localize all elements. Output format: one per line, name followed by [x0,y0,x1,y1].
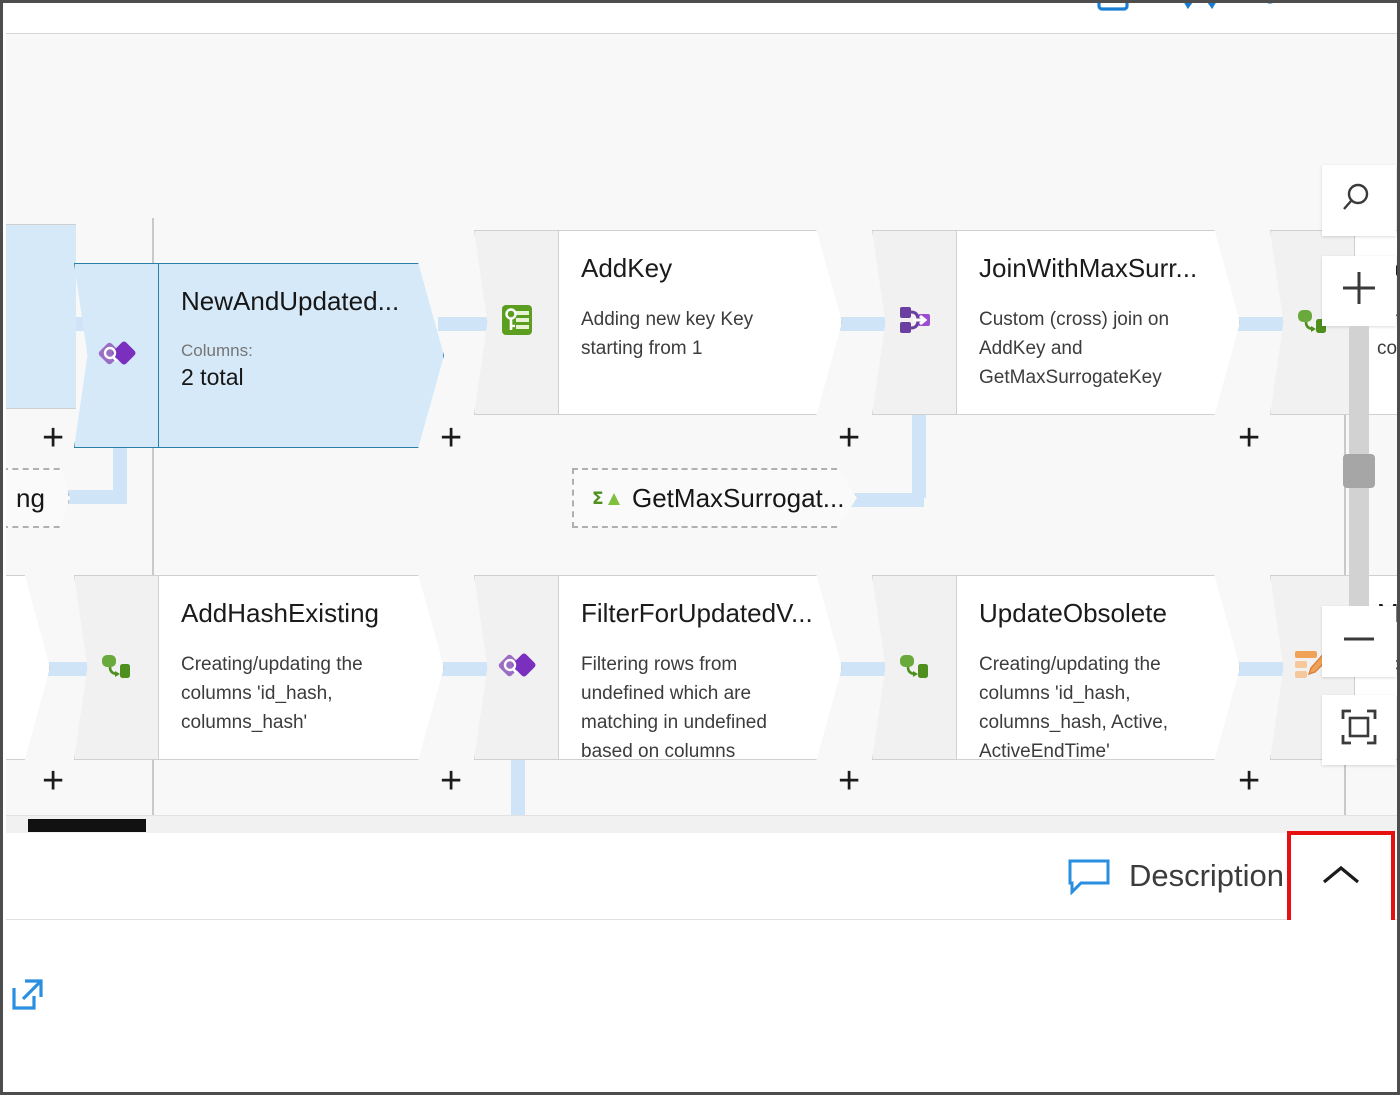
node-icon-slot [6,224,76,409]
node-icon-slot [474,230,558,415]
svg-text:Σ: Σ [592,489,604,509]
zoom-slider-thumb[interactable] [1343,454,1375,488]
node-left-partial-dashed[interactable]: ng [6,468,70,528]
zoom-slider[interactable] [1343,326,1375,606]
zoom-in-button[interactable] [1322,255,1396,326]
fit-to-screen-icon [1337,705,1381,754]
node-columns-label: Columns: [181,341,253,360]
node-filter-for-updated[interactable]: FilterForUpdatedV... Filtering rows from… [474,575,842,760]
data-preview-icon[interactable] [1091,3,1135,19]
refresh-icon[interactable] [1178,3,1222,19]
node-body: UpdateObsolete Creating/updating the col… [956,575,1240,760]
node-get-max-surrogate[interactable]: Σ GetMaxSurrogat... [572,468,857,528]
node-title: AddHashExisting [181,598,379,628]
top-toolbar-strip [6,3,1397,34]
node-body: e [6,575,50,760]
add-node-plus[interactable]: + [440,417,463,459]
description-label: Description [1128,858,1284,893]
canvas-horizontal-scrollbar[interactable] [6,815,1397,834]
derived-column-icon [99,647,135,688]
node-new-and-updated[interactable]: NewAndUpdated... Columns: 2 total [74,263,444,448]
connector [46,662,88,676]
add-node-plus[interactable]: + [42,417,65,459]
node-body: AddHashExisting Creating/updating the co… [158,575,444,760]
node-title: GetMaxSurrogat... [632,482,845,513]
join-icon [897,302,933,343]
chevron-up-icon [1316,860,1366,897]
canvas-zoom-controls[interactable] [1318,165,1397,765]
node-title: FilterForUpdatedV... [581,598,813,628]
connector [438,662,496,676]
connector [1234,662,1292,676]
add-node-plus[interactable]: + [1238,417,1261,459]
node-title: ng [16,482,45,513]
derived-column-icon [897,647,933,688]
node-description: Creating/updating the columns 'id_hash, … [181,654,363,733]
select-transform-icon [498,646,536,689]
node-title: JoinWithMaxSurr... [979,253,1198,283]
fit-to-screen-button[interactable] [1322,694,1396,765]
node-icon-slot [872,230,956,415]
settings-slider-icon[interactable] [1256,3,1300,19]
description-bar: Description [6,831,1397,925]
node-icon-slot [74,575,158,760]
description-detail-panel [6,920,1397,1092]
connector [1234,317,1292,331]
open-in-new-window-icon[interactable] [10,976,46,1012]
add-node-plus[interactable]: + [838,760,861,802]
node-body: JoinWithMaxSurr... Custom (cross) join o… [956,230,1240,415]
connector-drop [511,752,525,815]
aggregate-sigma-icon: Σ [592,485,620,511]
add-node-plus[interactable]: + [440,760,463,802]
add-node-plus[interactable]: + [42,760,65,802]
node-icon-slot [872,575,956,760]
lane-guide [1344,284,1346,815]
node-add-key[interactable]: AddKey Adding new key Key starting from … [474,230,842,415]
add-node-plus[interactable]: + [1238,760,1261,802]
node-columns-value: 2 total [181,364,244,390]
node-join-with-max-surrogate[interactable]: JoinWithMaxSurr... Custom (cross) join o… [872,230,1240,415]
minus-icon [1338,618,1380,665]
node-icon-slot [74,263,158,448]
node-title: NewAndUpdated... [181,286,400,316]
node-icon-slot [474,575,558,760]
select-transform-icon [98,334,136,377]
node-body: NewAndUpdated... Columns: 2 total [158,263,444,448]
node-bottom-left-partial[interactable]: e [6,575,50,760]
node-description: e [6,686,27,715]
connector [438,317,496,331]
node-description: Adding new key Key starting from 1 [581,309,754,359]
node-body: FilterForUpdatedV... Filtering rows from… [558,575,842,760]
node-description: Filtering rows from undefined which are … [581,654,767,760]
surrogate-key-icon [499,302,535,343]
node-left-partial[interactable] [6,224,76,409]
add-node-plus[interactable]: + [838,417,861,459]
node-description: Custom (cross) join on AddKey and GetMax… [979,309,1170,388]
zoom-out-button[interactable] [1322,606,1396,677]
scrollbar-thumb[interactable] [28,819,146,832]
description-collapse-button[interactable] [1287,831,1395,925]
comment-icon [1067,857,1111,895]
plus-icon [1338,267,1380,314]
connector [834,662,892,676]
description-bar-content: Description [1067,833,1284,919]
connector [850,493,924,507]
node-update-obsolete[interactable]: UpdateObsolete Creating/updating the col… [872,575,1240,760]
connector [834,317,892,331]
node-title: UpdateObsolete [979,598,1167,628]
node-add-hash-existing[interactable]: AddHashExisting Creating/updating the co… [74,575,444,760]
node-body: AddKey Adding new key Key starting from … [558,230,842,415]
dataflow-canvas[interactable]: + NewAndUpdated... Columns: 2 total [6,34,1397,815]
lane-guide [152,218,154,815]
node-description: Creating/updating the columns 'id_hash, … [979,654,1169,760]
node-title: AddKey [581,253,673,283]
search-canvas-button[interactable] [1322,165,1396,236]
search-icon [1339,178,1379,223]
connector-riser [912,408,926,498]
